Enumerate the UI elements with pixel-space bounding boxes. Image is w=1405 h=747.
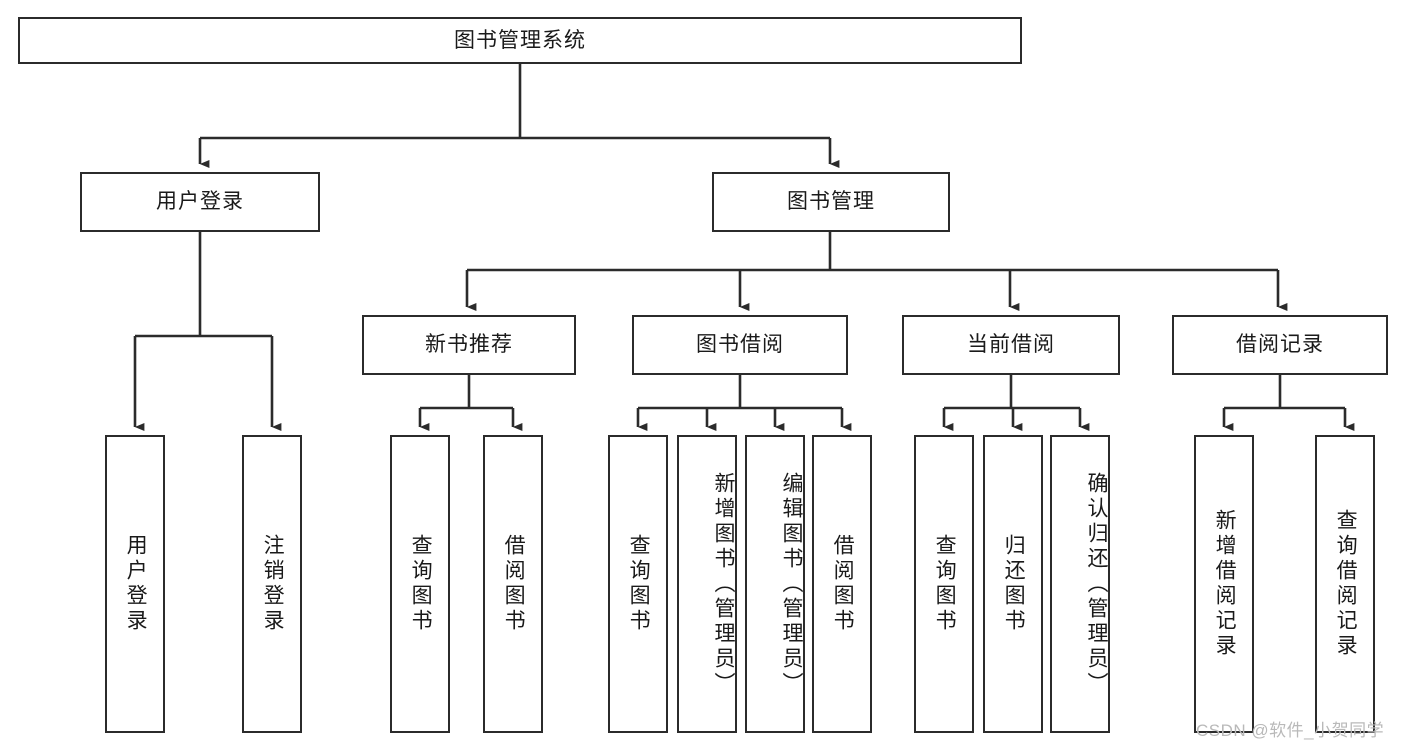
node-query-book-1-label: 查询图书 <box>409 534 433 634</box>
node-add-book-admin-label: 新增图书（管理员） <box>712 471 735 697</box>
node-borrow-book-2[interactable]: 借阅图书 <box>812 435 872 733</box>
node-user-login-do-label: 用户登录 <box>124 534 148 634</box>
node-confirm-return-admin[interactable]: 确认归还（管理员） <box>1050 435 1110 733</box>
node-borrow-book-2-label: 借阅图书 <box>831 534 855 634</box>
node-query-book-1[interactable]: 查询图书 <box>390 435 450 733</box>
node-query-book-3-label: 查询图书 <box>933 534 957 634</box>
node-borrow-book-1[interactable]: 借阅图书 <box>483 435 543 733</box>
node-add-book-admin[interactable]: 新增图书（管理员） <box>677 435 737 733</box>
node-user-login[interactable]: 用户登录 <box>80 172 320 232</box>
node-return-book-label: 归还图书 <box>1002 534 1026 634</box>
node-current-borrow-label: 当前借阅 <box>967 333 1055 357</box>
node-borrow-book-1-label: 借阅图书 <box>502 534 526 634</box>
node-new-book-rec-label: 新书推荐 <box>425 333 513 357</box>
node-book-manage[interactable]: 图书管理 <box>712 172 950 232</box>
node-borrow-records[interactable]: 借阅记录 <box>1172 315 1388 375</box>
node-query-borrow-record[interactable]: 查询借阅记录 <box>1315 435 1375 733</box>
node-current-borrow[interactable]: 当前借阅 <box>902 315 1120 375</box>
csdn-watermark: CSDN @软件_小贺同学 <box>1196 721 1385 740</box>
node-root[interactable]: 图书管理系统 <box>18 17 1022 64</box>
node-query-book-2-label: 查询图书 <box>627 534 651 634</box>
node-edit-book-admin-label: 编辑图书（管理员） <box>780 471 803 697</box>
node-edit-book-admin[interactable]: 编辑图书（管理员） <box>745 435 805 733</box>
node-return-book[interactable]: 归还图书 <box>983 435 1043 733</box>
node-book-borrow-label: 图书借阅 <box>696 333 784 357</box>
node-user-login-label: 用户登录 <box>156 190 244 214</box>
node-query-borrow-record-label: 查询借阅记录 <box>1334 509 1358 659</box>
node-user-logout-label: 注销登录 <box>261 534 285 634</box>
node-add-borrow-record[interactable]: 新增借阅记录 <box>1194 435 1254 733</box>
node-query-book-2[interactable]: 查询图书 <box>608 435 668 733</box>
node-user-login-do[interactable]: 用户登录 <box>105 435 165 733</box>
node-book-manage-label: 图书管理 <box>787 190 875 214</box>
node-add-borrow-record-label: 新增借阅记录 <box>1213 509 1237 659</box>
node-borrow-records-label: 借阅记录 <box>1236 333 1324 357</box>
node-new-book-rec[interactable]: 新书推荐 <box>362 315 576 375</box>
node-user-logout[interactable]: 注销登录 <box>242 435 302 733</box>
node-root-label: 图书管理系统 <box>454 28 586 52</box>
node-book-borrow[interactable]: 图书借阅 <box>632 315 848 375</box>
node-confirm-return-admin-label: 确认归还（管理员） <box>1085 471 1108 697</box>
node-query-book-3[interactable]: 查询图书 <box>914 435 974 733</box>
